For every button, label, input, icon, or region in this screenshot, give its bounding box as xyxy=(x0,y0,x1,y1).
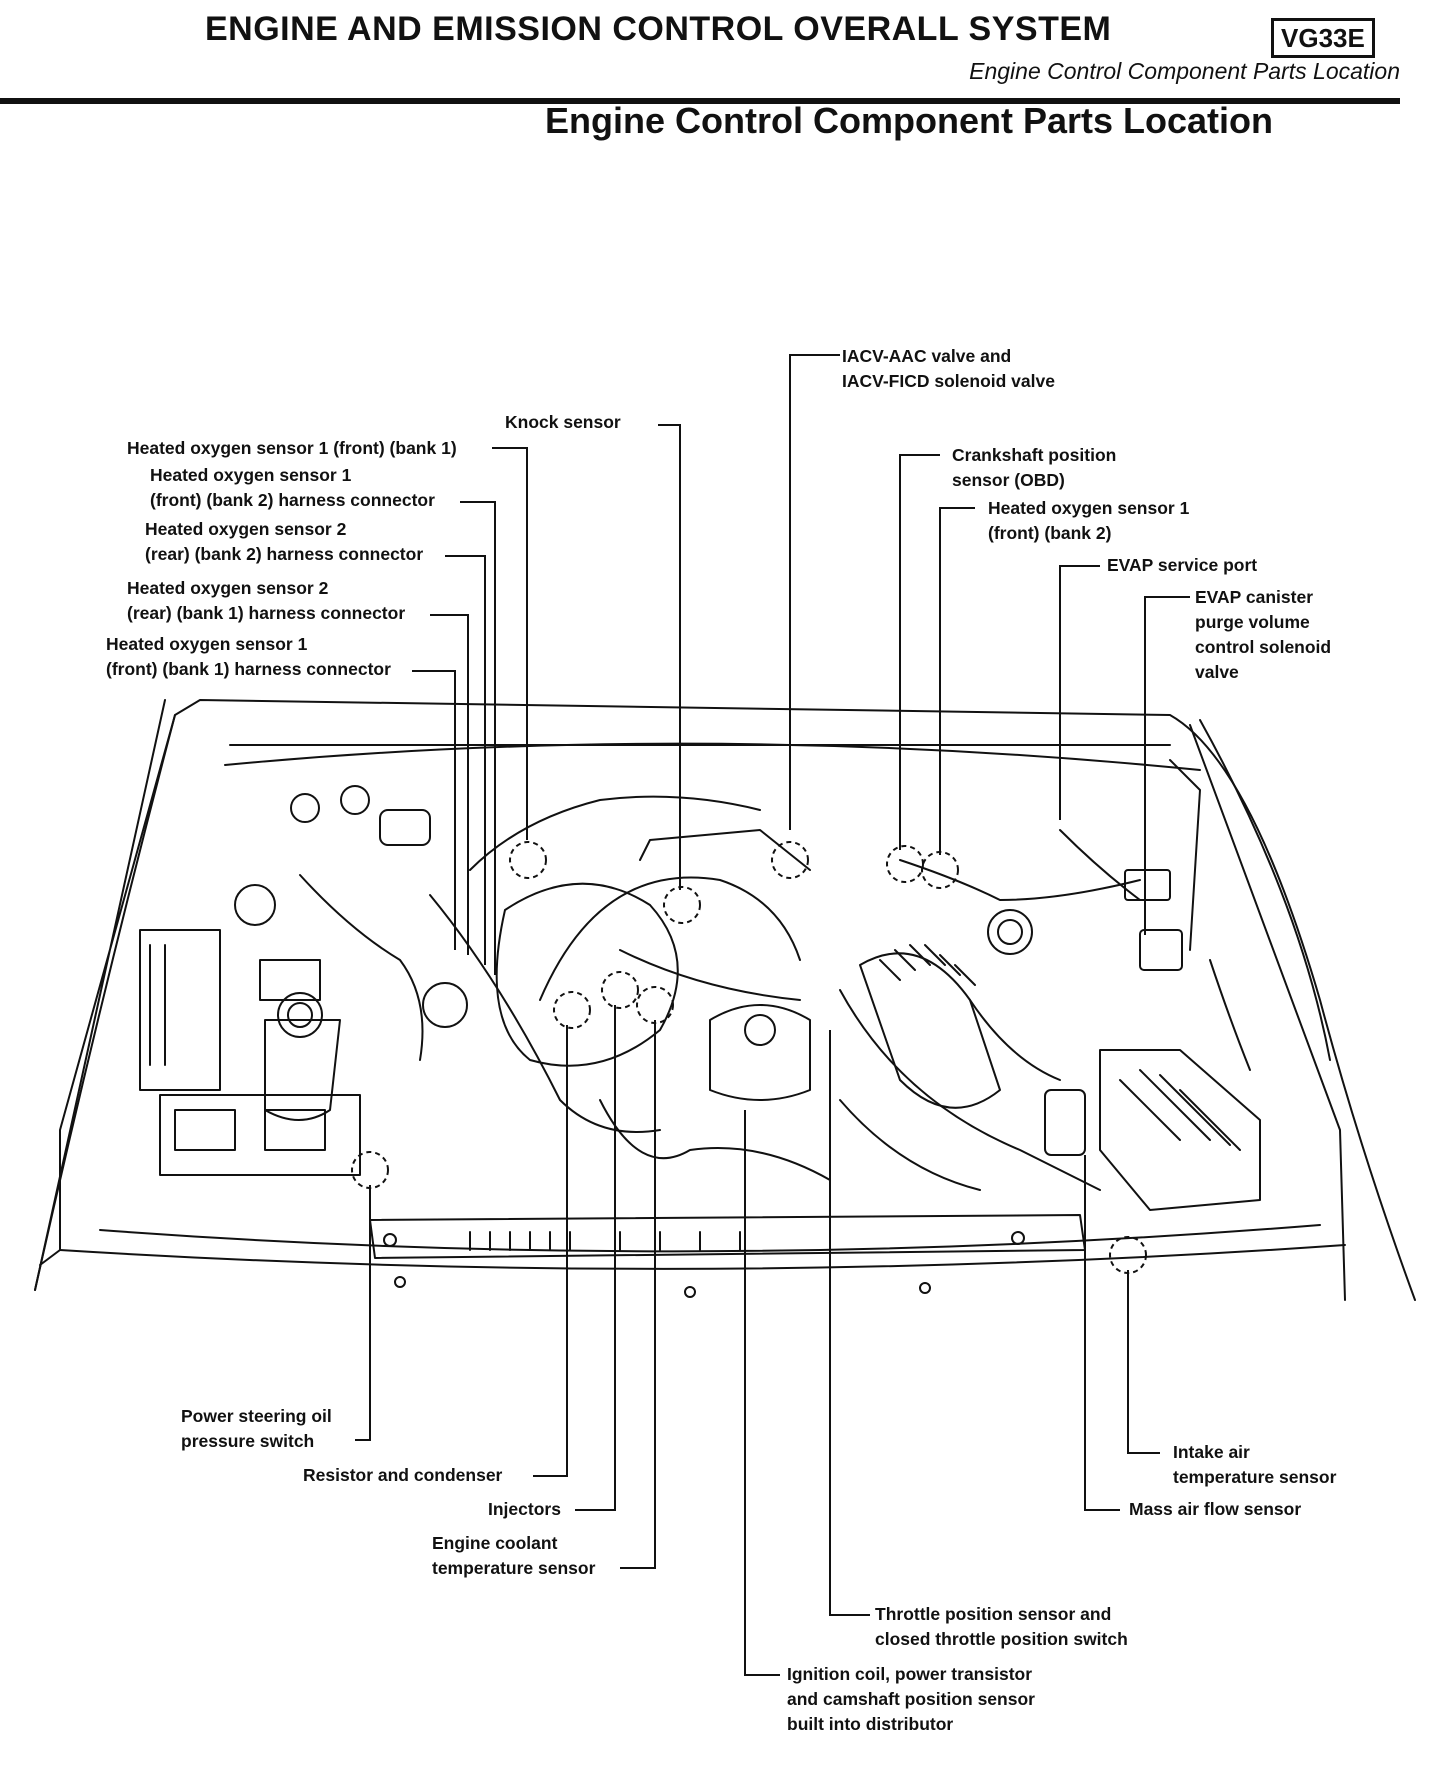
leader-maf xyxy=(1084,1155,1120,1511)
label-resistor-condenser: Resistor and condenser xyxy=(303,1465,503,1485)
leader-ho2s2-bank2-conn xyxy=(445,555,486,965)
leader-tps xyxy=(829,1030,870,1616)
leader-ckp xyxy=(899,454,940,850)
label-evap-service-port: EVAP service port xyxy=(1107,555,1258,575)
leader-ho2s1-bank2-conn xyxy=(460,501,496,975)
fender-right xyxy=(1189,719,1346,1301)
leader-iacv xyxy=(789,354,840,830)
leader-knock xyxy=(658,424,681,890)
leader-ho2s1-bank1-conn xyxy=(412,670,456,950)
leader-ignition xyxy=(744,1110,780,1676)
label-ho2s1-bank1-connector: Heated oxygen sensor 1(front) (bank 1) h… xyxy=(106,634,391,679)
engine-code-badge: VG33E xyxy=(1271,18,1375,58)
body-outline xyxy=(34,699,1416,1301)
leader-evap-canister xyxy=(1144,596,1190,935)
leader-evap-port xyxy=(1059,565,1100,820)
header-rule xyxy=(0,98,1400,104)
label-ho2s1-bank2: Heated oxygen sensor 1(front) (bank 2) xyxy=(988,498,1190,543)
label-mass-air-flow-sensor: Mass air flow sensor xyxy=(1129,1499,1302,1519)
leader-ect xyxy=(620,1020,656,1569)
leader-iat xyxy=(1127,1270,1160,1454)
intake-manifold xyxy=(495,882,679,1067)
air-cleaner xyxy=(1099,1049,1261,1211)
fuse-block xyxy=(139,929,221,1091)
leader-resistor xyxy=(533,1025,568,1477)
battery xyxy=(159,1094,361,1176)
maf-sensor xyxy=(1044,1089,1086,1156)
label-injectors: Injectors xyxy=(488,1499,561,1519)
header-title: ENGINE AND EMISSION CONTROL OVERALL SYST… xyxy=(205,10,1112,48)
leader-injectors xyxy=(575,1005,616,1511)
label-ho2s1-bank1: Heated oxygen sensor 1 (front) (bank 1) xyxy=(127,438,457,458)
cowl xyxy=(224,742,1201,771)
leader-ho2s1-bank2 xyxy=(939,507,975,855)
label-ho2s2-bank1-connector: Heated oxygen sensor 2(rear) (bank 1) ha… xyxy=(127,578,406,623)
header-subtitle: Engine Control Component Parts Location xyxy=(969,58,1400,84)
page-heading: Engine Control Component Parts Location xyxy=(545,100,1273,141)
label-ho2s1-bank2-connector: Heated oxygen sensor 1(front) (bank 2) h… xyxy=(150,465,435,510)
reservoir xyxy=(264,1019,341,1121)
intake-duct xyxy=(859,952,1001,1109)
distributor xyxy=(709,1004,811,1101)
label-knock-sensor: Knock sensor xyxy=(505,412,621,432)
leader-ho2s1-bank1 xyxy=(492,447,528,840)
label-ho2s2-bank2-connector: Heated oxygen sensor 2(rear) (bank 2) ha… xyxy=(145,519,424,564)
leader-ho2s2-bank1-conn xyxy=(430,614,469,955)
leader-ps-switch xyxy=(355,1185,371,1441)
